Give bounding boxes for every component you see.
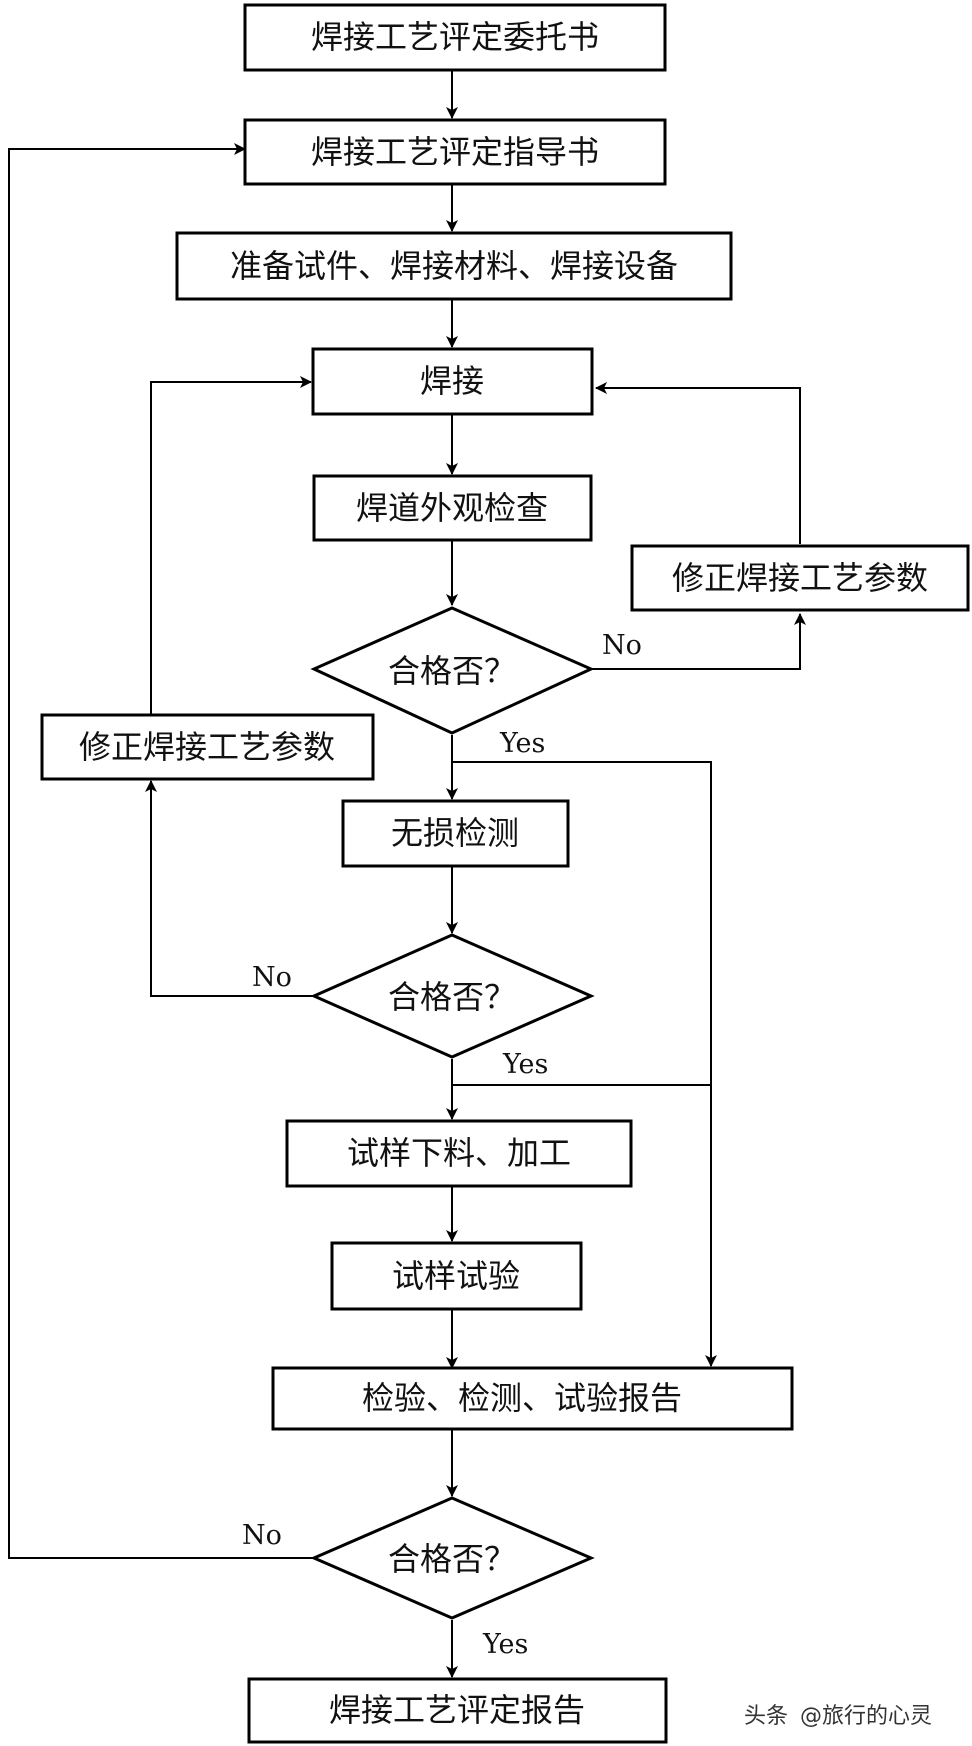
step-correct-params-left: 修正焊接工艺参数 — [40, 713, 375, 781]
yes-label-check-3: Yes — [482, 1629, 528, 1660]
decision-check-1: 合格否？ — [310, 606, 595, 735]
step-sample-cutting: 试样下料、加工 — [285, 1119, 633, 1188]
svg-text:焊道外观检查: 焊道外观检查 — [356, 489, 548, 527]
svg-text:焊接工艺评定报告: 焊接工艺评定报告 — [329, 1691, 585, 1729]
svg-text:修正焊接工艺参数: 修正焊接工艺参数 — [672, 559, 928, 597]
yes-label-check-2: Yes — [502, 1049, 548, 1080]
step-instruction: 焊接工艺评定指导书 — [243, 118, 667, 186]
svg-text:头条: 头条 — [744, 1704, 788, 1729]
svg-text:焊接工艺评定指导书: 焊接工艺评定指导书 — [311, 133, 599, 171]
svg-text:焊接: 焊接 — [420, 362, 484, 400]
step-prepare: 准备试件、焊接材料、焊接设备 — [175, 231, 733, 301]
step-final-report: 焊接工艺评定报告 — [247, 1677, 668, 1744]
svg-text:试样下料、加工: 试样下料、加工 — [347, 1134, 571, 1172]
step-correct-params-right: 修正焊接工艺参数 — [630, 544, 970, 612]
step-welding: 焊接 — [311, 347, 594, 416]
yes-label-check-1: Yes — [499, 728, 545, 759]
no-label-check-1: No — [602, 630, 642, 661]
step-visual-inspection: 焊道外观检查 — [312, 474, 593, 542]
svg-text:试样试验: 试样试验 — [392, 1257, 520, 1295]
connectors — [8, 70, 806, 1678]
svg-text:准备试件、焊接材料、焊接设备: 准备试件、焊接材料、焊接设备 — [230, 247, 678, 285]
step-sample-test: 试样试验 — [330, 1241, 583, 1311]
step-commission: 焊接工艺评定委托书 — [243, 3, 667, 72]
svg-text:合格否？: 合格否？ — [388, 978, 516, 1016]
watermark: 头条 @旅行的心灵 — [744, 1704, 932, 1729]
svg-text:修正焊接工艺参数: 修正焊接工艺参数 — [79, 728, 335, 766]
step-ndt: 无损检测 — [341, 799, 570, 868]
svg-text:合格否？: 合格否？ — [388, 652, 516, 690]
step-report-inspection: 检验、检测、试验报告 — [271, 1366, 794, 1431]
no-label-check-3: No — [242, 1520, 282, 1551]
svg-text:焊接工艺评定委托书: 焊接工艺评定委托书 — [311, 18, 599, 56]
svg-text:@旅行的心灵: @旅行的心灵 — [800, 1704, 932, 1729]
decision-check-3: 合格否？ — [310, 1496, 595, 1620]
svg-text:合格否？: 合格否？ — [388, 1540, 516, 1578]
svg-text:检验、检测、试验报告: 检验、检测、试验报告 — [362, 1379, 682, 1417]
svg-text:无损检测: 无损检测 — [391, 814, 519, 852]
decision-check-2: 合格否？ — [310, 933, 595, 1059]
no-label-check-2: No — [252, 962, 292, 993]
